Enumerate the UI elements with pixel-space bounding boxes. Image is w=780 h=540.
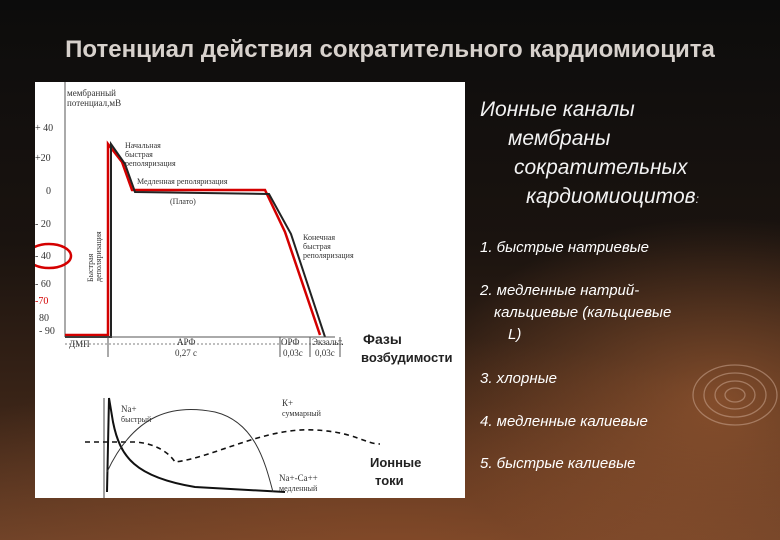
plateau-label-2: (Плато): [170, 197, 196, 206]
y-tick-label: - 40: [35, 251, 51, 262]
exaltation-label: Экзальт.: [312, 337, 344, 347]
heading-suffix: :: [695, 192, 699, 206]
initial-repolarization-label-1: Начальная: [125, 141, 161, 150]
initial-repolarization-label-2: быстрая: [125, 150, 153, 159]
heading-line: сократительных: [514, 156, 688, 179]
phases-title-line2: возбудимости: [361, 350, 453, 365]
final-repolarization-label-2: быстрая: [303, 242, 331, 251]
y-tick-label: - 90: [39, 326, 55, 337]
y-axis-title-line1: мембранный: [67, 88, 116, 98]
na-current-label-1: Na+: [121, 404, 137, 414]
fast-depolarization-label-1: Быстрая: [86, 253, 95, 282]
k-summary-current-curve: [85, 429, 381, 463]
heading-line-last: кардиомиоцитов:: [470, 182, 770, 214]
channel-item-4: 4. медленные калиевые: [480, 413, 648, 430]
threshold-highlight-ellipse: [35, 242, 73, 270]
arf-label: АРФ: [177, 337, 195, 347]
initial-repolarization-label-3: реполяризация: [125, 159, 176, 168]
channel-item-3: 3. хлорные: [480, 370, 557, 387]
naca-slow-current-curve: [106, 408, 274, 493]
currents-title-line2: токи: [375, 473, 404, 488]
exaltation-time-label: 0,03с: [315, 348, 335, 358]
currents-title-line1: Ионные: [370, 455, 421, 470]
figure-graphic: мембранный потенциал,мВ + 40 +20 0 - 20 …: [35, 82, 453, 498]
plateau-label-1: Медленная реполяризация: [137, 177, 228, 186]
na-current-label-2: быстрый: [121, 415, 152, 424]
channel-item-1: 1. быстрые натриевые: [480, 239, 650, 256]
ripple-decoration: [692, 364, 778, 426]
y-tick-label: - 60: [35, 279, 51, 290]
y-tick-label: + 40: [35, 123, 53, 134]
y-tick-label: 80: [39, 313, 49, 324]
slide-title: Потенциал действия сократительного карди…: [65, 36, 715, 63]
action-potential-figure: мембранный потенциал,мВ + 40 +20 0 - 20 …: [35, 82, 465, 498]
naca-current-label-2: медленный: [279, 484, 318, 493]
ion-channels-panel: Ионные каналы мембраны сократительных ка…: [470, 95, 770, 214]
panel-heading: Ионные каналы мембраны сократительных ка…: [470, 95, 770, 214]
k-current-label-2: суммарный: [282, 409, 322, 418]
arf-time-label: 0,27 с: [175, 348, 197, 358]
channel-item-5: 5. быстрые калиевые: [480, 455, 636, 472]
orf-time-label: 0,03с: [283, 348, 303, 358]
y-axis-title-line2: потенциал,мВ: [67, 98, 121, 108]
k-current-label-1: К+: [282, 398, 293, 408]
heading-line: кардиомиоцитов: [526, 185, 696, 208]
y-tick-label: - 20: [35, 219, 51, 230]
fast-depolarization-label-2: деполяризация: [94, 231, 103, 282]
channel-item-2-cont: кальциевые (кальциевые: [494, 304, 672, 321]
na-fast-current-curve: [106, 397, 286, 493]
heading-line: Ионные каналы: [480, 98, 635, 121]
final-repolarization-label-3: реполяризация: [303, 251, 354, 260]
final-repolarization-label-1: Конечная: [303, 233, 335, 242]
heading-line: мембраны: [508, 127, 611, 150]
orf-label: ОРФ: [281, 337, 299, 347]
channel-item-2: 2. медленные натрий-: [480, 282, 640, 299]
phases-title-line1: Фазы: [363, 331, 402, 347]
channel-item-2-cont: L): [508, 326, 522, 343]
action-potential-red-trace: [65, 140, 322, 337]
dmp-label: ДМП: [69, 339, 90, 349]
resting-potential-label: -70: [35, 296, 48, 307]
y-tick-label: +20: [35, 153, 51, 164]
y-tick-label: 0: [46, 186, 51, 197]
naca-current-label-1: Na+-Ca++: [279, 473, 318, 483]
action-potential-black-trace: [65, 140, 326, 338]
